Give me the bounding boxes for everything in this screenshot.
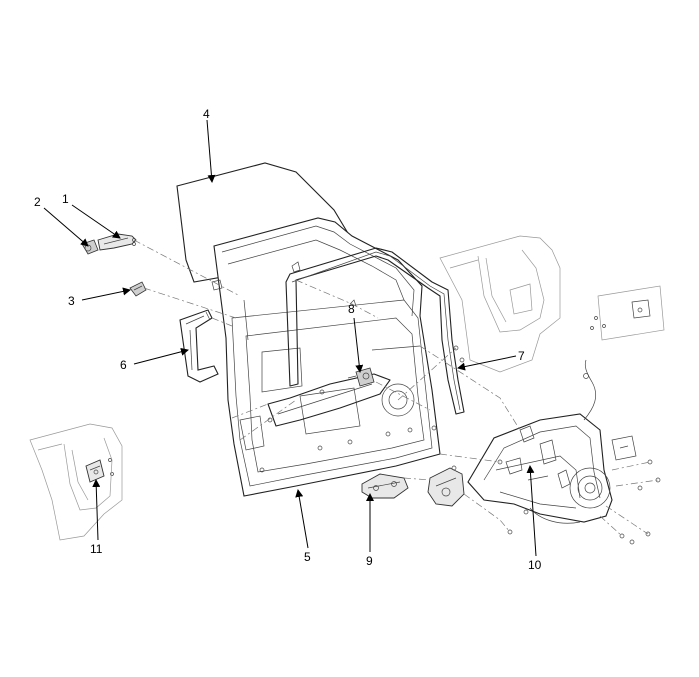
assembly-guide-lines (133, 239, 659, 537)
callout-3: 3 (68, 294, 75, 308)
door-module-assembly (467, 359, 637, 524)
door-hinge (85, 459, 105, 483)
door-latch (427, 465, 465, 507)
body-pillar-right (439, 235, 561, 373)
callout-1: 1 (62, 192, 69, 206)
callout-7: 7 (518, 349, 525, 363)
callout-5: 5 (304, 550, 311, 564)
door-panel (211, 217, 441, 497)
callout-11: 11 (90, 542, 103, 556)
callout-6: 6 (120, 358, 127, 372)
glass-run-channel (285, 247, 465, 415)
callout-8: 8 (348, 302, 355, 316)
handle-cover (129, 281, 147, 297)
callout-4: 4 (203, 107, 210, 121)
body-pillar-left (29, 423, 123, 541)
callout-9: 9 (366, 554, 373, 568)
door-checker (361, 473, 409, 499)
body-panel-bracket (590, 285, 665, 341)
screws (108, 242, 661, 545)
callout-leaders (43, 119, 537, 557)
key-lock-cylinder (81, 239, 99, 255)
callout-2: 2 (34, 195, 41, 209)
callout-10: 10 (528, 558, 542, 572)
handle-bracket (179, 309, 219, 383)
